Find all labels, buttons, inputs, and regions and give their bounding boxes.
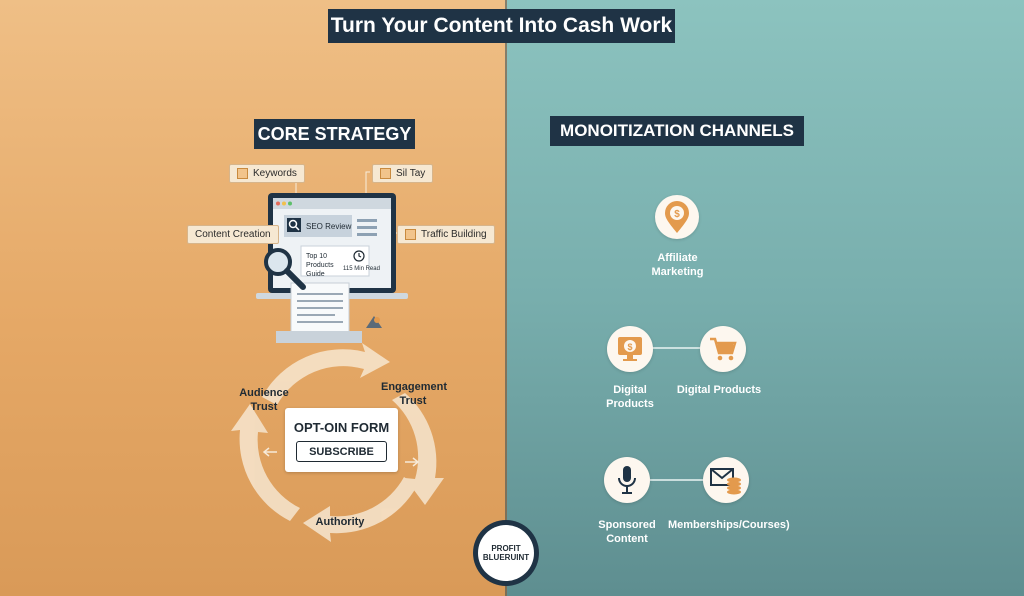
digital-products-node-1: $ [607,326,653,372]
opt-in-title: OPT-OIN FORM [293,420,390,435]
authority-label: Authority [315,516,365,528]
microphone-icon [618,466,636,494]
document-icon [237,168,248,179]
audience-trust-label: Audience Trust [239,387,289,413]
document-icon [380,168,391,179]
core-strategy-header: CORE STRATEGY [254,119,415,149]
read-time: 115 Min Read [343,266,380,272]
card-title: Top 10 Products Guide [306,253,334,278]
logo-line-1: PROFIT [491,544,521,553]
memberships-courses-label: Memberships/Courses) [668,519,790,531]
subscribe-button[interactable]: SUBSCRIBE [296,441,387,462]
svg-text:$: $ [674,209,680,220]
cart-icon [710,337,737,361]
memberships-courses-node [703,457,749,503]
dollar-pin-icon: $ [665,201,689,233]
divider [505,0,507,596]
profit-blueprint-logo: PROFIT BLUERUINT [473,520,539,586]
digital-products-node-2 [700,326,746,372]
engagement-trust-label: Engagement Trust [381,381,448,407]
document-icon [405,229,416,240]
magnifier-icon [264,248,306,290]
traffic-building-label: Traffic Building [421,229,487,240]
sponsored-content-node [604,457,650,503]
affiliate-marketing-node: $ [655,195,699,239]
monetization-channels-header: MONOITIZATION CHANNELS [550,116,804,146]
sil-tay-label: Sil Tay [396,168,426,179]
digital-products-label-2: Digital Products [676,384,762,396]
content-creation-chip: Content Creation [187,225,279,244]
sil-tay-chip: Sil Tay [372,164,434,183]
keywords-chip: Keywords [229,164,305,183]
seo-review-label: SEO Review [306,222,352,231]
search-icon [287,218,301,232]
keywords-label: Keywords [253,168,297,179]
clock-icon [353,249,365,262]
page-title: Turn Your Content Into Cash Work [328,9,675,43]
dollar-monitor-icon: $ [618,337,642,361]
logo-line-2: BLUERUINT [482,553,530,562]
right-panel [507,0,1024,596]
digital-products-label-1: Digital Products [606,384,654,410]
content-creation-label: Content Creation [195,229,271,240]
sponsored-content-label: Sponsored Content [598,519,656,545]
svg-text:$: $ [627,342,632,352]
opt-in-form: OPT-OIN FORM SUBSCRIBE [285,408,398,472]
affiliate-marketing-label: Affiliate Marketing [651,252,704,278]
mail-coins-icon [710,468,741,495]
traffic-building-chip: Traffic Building [397,225,495,244]
